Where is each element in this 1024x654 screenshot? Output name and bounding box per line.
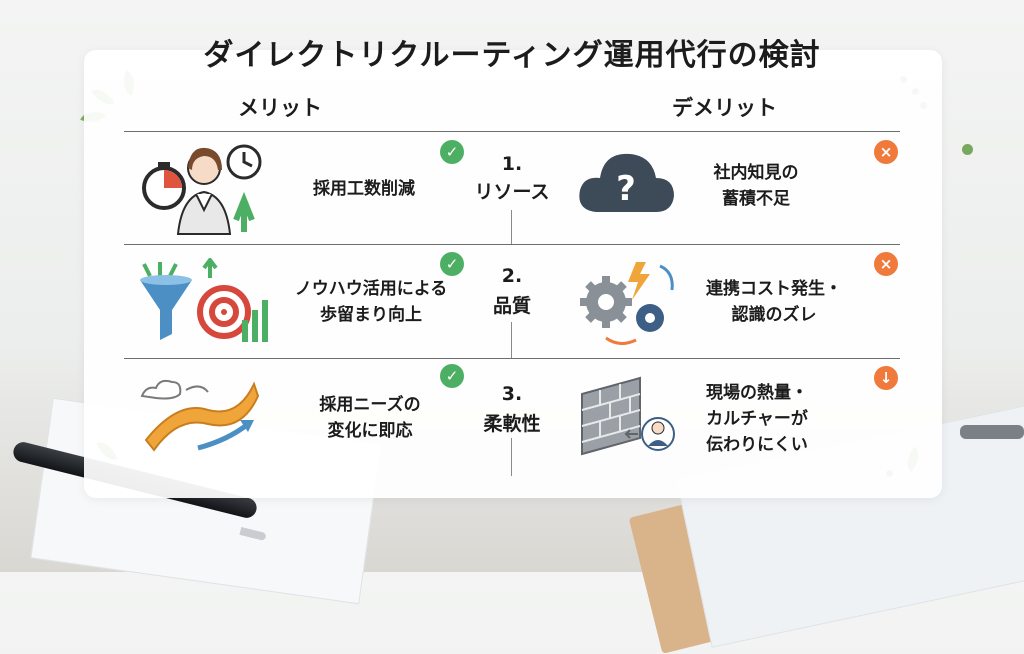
demerit-text-flexibility: 現場の熱量・ カルチャーが 伝わりにくい xyxy=(706,383,808,455)
merit-text-quality: ノウハウ活用による 歩留まり向上 xyxy=(294,279,448,325)
ribbon-arrow-icon xyxy=(140,379,260,452)
check-icon: ✓ xyxy=(440,364,464,388)
merit-text-flexibility: 採用ニーズの 変化に即応 xyxy=(319,395,421,441)
decor-dot xyxy=(962,144,973,155)
page-title: ダイレクトリクルーティング運用代行の検討 xyxy=(203,38,821,73)
check-icon: ✓ xyxy=(440,140,464,164)
check-icon: ✓ xyxy=(440,252,464,276)
x-icon: × xyxy=(874,252,898,276)
stopwatch-businesswoman-icon xyxy=(142,144,262,235)
row-topic-quality: 品質 xyxy=(492,295,531,317)
brick-wall-person-icon xyxy=(581,376,675,456)
svg-text:?: ? xyxy=(616,169,636,209)
row-divider xyxy=(124,131,900,132)
row-number-2: 2. xyxy=(501,265,523,287)
row-divider xyxy=(124,244,900,245)
center-divider xyxy=(511,322,512,358)
merit-text-resource: 採用工数削減 xyxy=(313,179,415,199)
demerit-column-header: デメリット xyxy=(672,96,777,120)
row-number-3: 3. xyxy=(501,383,523,405)
merit-column-header: メリット xyxy=(238,96,322,120)
center-divider xyxy=(511,210,512,244)
x-icon: × xyxy=(874,140,898,164)
question-cloud-icon: ? xyxy=(579,153,674,212)
demerit-text-quality: 連携コスト発生・ 認識のズレ xyxy=(706,279,842,325)
gears-icon xyxy=(580,262,674,345)
row-topic-flexibility: 柔軟性 xyxy=(483,413,541,435)
row-divider xyxy=(124,358,900,359)
background-binder-clip xyxy=(960,425,1024,439)
demerit-text-resource: 社内知見の 蓄積不足 xyxy=(713,163,799,209)
row-number-1: 1. xyxy=(501,153,523,175)
center-divider xyxy=(511,438,512,476)
arrow-down-icon: ↓ xyxy=(874,366,898,390)
funnel-target-icon xyxy=(140,258,268,342)
row-topic-resource: リソース xyxy=(474,181,550,203)
